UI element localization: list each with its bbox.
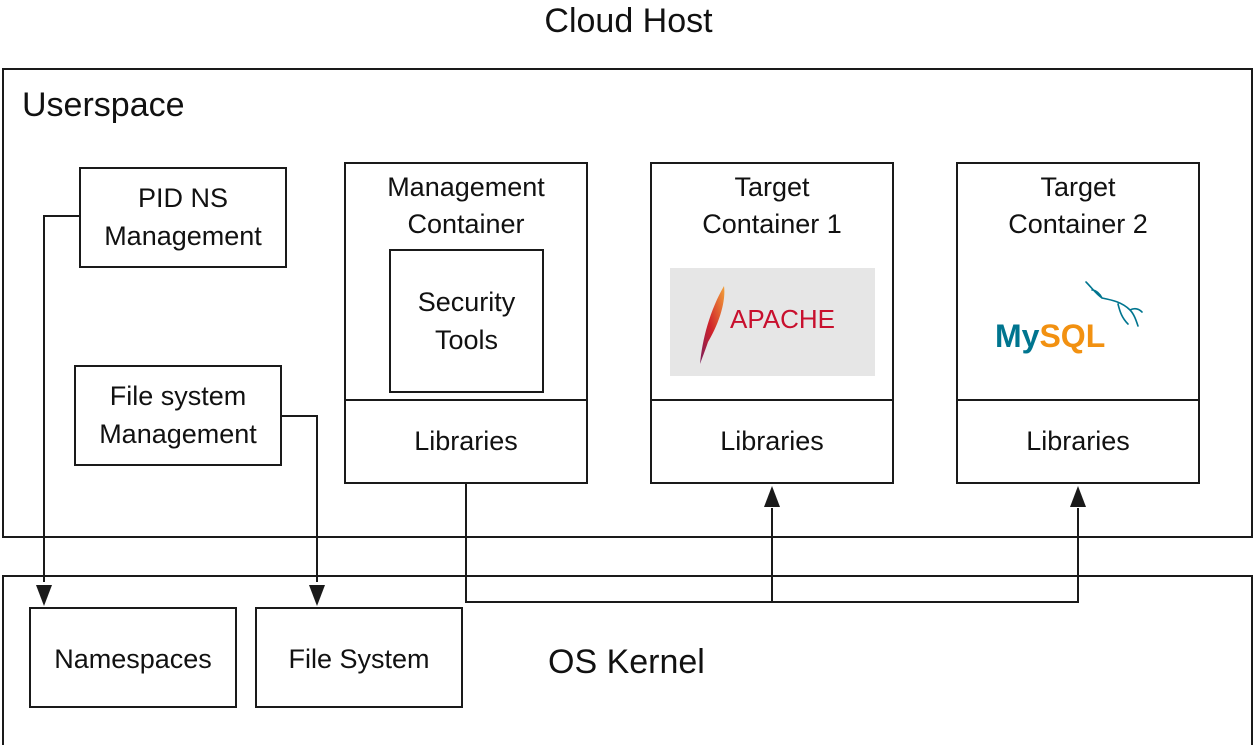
management-container-libraries: Libraries [414, 426, 518, 456]
management-libraries-divider [344, 399, 588, 401]
target-container-2-box: Target Container 2 [956, 162, 1200, 484]
mysql-logo-my: My [995, 318, 1040, 354]
pid-ns-management-line-1: PID NS [137, 183, 229, 213]
target-container-2-title-1: Target [1040, 172, 1116, 202]
arrow-fs-mgmt-to-file-system [282, 415, 318, 582]
arrowhead-target-container-2 [1070, 486, 1086, 507]
arrowhead-namespaces [36, 585, 52, 606]
arrow-pid-ns-to-namespaces [43, 215, 79, 582]
userspace-label: Userspace [22, 86, 185, 124]
management-container-title-2: Container [407, 209, 525, 239]
security-tools-box: Security Tools [389, 249, 544, 393]
target-container-1-libraries: Libraries [720, 426, 824, 456]
file-system-box: File System [255, 607, 463, 708]
apache-logo: APACHE [670, 268, 875, 376]
apache-feather-icon [700, 286, 725, 364]
mysql-dolphin-icon [1085, 281, 1143, 327]
target-container-1-title-2: Container 1 [702, 209, 842, 239]
management-container-title-1: Management [387, 172, 545, 202]
pid-ns-management-line-2: Management [104, 221, 262, 251]
namespaces-label: Namespaces [54, 644, 212, 674]
pid-ns-management-box: PID NS Management [79, 167, 287, 268]
target-1-libraries-divider [650, 399, 894, 401]
file-system-management-box: File system Management [74, 365, 282, 466]
security-tools-line-1: Security [417, 287, 516, 317]
target-container-2-title-2: Container 2 [1008, 209, 1148, 239]
security-tools-line-2: Tools [434, 325, 499, 355]
diagram-title: Cloud Host [544, 2, 713, 40]
file-system-management-line-1: File system [109, 381, 247, 411]
apache-logo-text: APACHE [730, 304, 835, 334]
os-kernel-label: OS Kernel [548, 643, 705, 681]
target-container-1-title-1: Target [734, 172, 810, 202]
arrowhead-file-system [309, 585, 325, 606]
arrowhead-target-container-1 [764, 486, 780, 507]
mysql-logo-text: MySQL [995, 318, 1105, 355]
file-system-management-line-2: Management [99, 419, 257, 449]
target-container-2-libraries: Libraries [1026, 426, 1130, 456]
namespaces-box: Namespaces [29, 607, 237, 708]
mysql-logo-sql: SQL [1039, 318, 1106, 354]
file-system-label: File System [288, 644, 430, 674]
target-2-libraries-divider [956, 399, 1200, 401]
